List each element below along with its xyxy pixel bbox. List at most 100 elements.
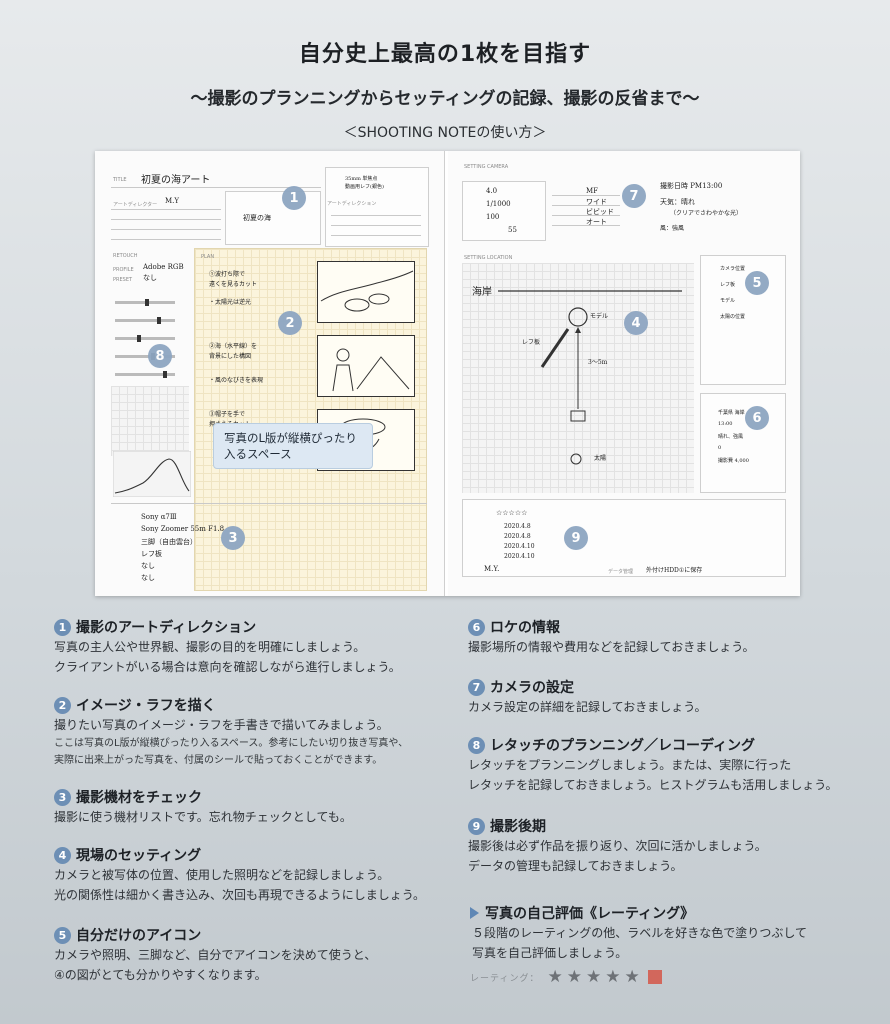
notebook-right-page: SETTING CAMERA 4.0 1/1000 100 55 MF ワイド … (448, 151, 800, 596)
photo-space-callout: 写真のL版が縦横ぴったり 入るスペース (213, 423, 373, 469)
star-icon: ★ (547, 967, 563, 987)
section-5-number: 5 (54, 926, 71, 944)
date-3: 2020.4.10 (504, 543, 535, 550)
section-4-line-2: 光の関係性は細かく書き込み、次回も再現できるようにしましょう。 (54, 888, 426, 902)
location-label: SETTING LOCATION (464, 255, 513, 261)
star-icon: ★ (605, 967, 621, 987)
date-4: 2020.4.10 (504, 553, 535, 560)
scene-text: 海岸 (472, 287, 492, 298)
howto-heading: ＜SHOOTING NOTEの使い方＞ (343, 125, 547, 141)
model-text: モデル (590, 313, 609, 320)
color-label-swatch (647, 970, 662, 984)
marker-9: 9 (564, 526, 588, 550)
section-1-number: 1 (54, 618, 71, 636)
star-icon: ★ (566, 967, 582, 987)
section-8-number: 8 (468, 736, 485, 754)
sun-text: 太陽 (594, 455, 607, 462)
data-value: 外付けHDD①に保存 (646, 567, 703, 574)
notebook-spread: TITLE 初夏の海アート 35mm 単焦点 動画用レフ(銀色) アートディレク… (95, 151, 800, 596)
cam-wb: オート (586, 218, 607, 226)
section-5-line-1: カメラや照明、三脚など、自分でアイコンを決めて使うと、 (54, 948, 377, 962)
reflector-text: レフ板 (522, 339, 541, 346)
section-9-line-2: データの管理も記録しておきましょう。 (468, 859, 683, 873)
rating-section: 写真の自己評価《レーティング》 ５段階のレーティングの他、ラベルを好きな色で塗り… (470, 903, 807, 987)
histogram-graph (113, 451, 191, 497)
section-6-title: ロケの情報 (490, 620, 560, 636)
star-icon: ★ (585, 967, 602, 987)
section-1-line-1: 写真の主人公や世界観、撮影の目的を明確にしましょう。 (54, 640, 366, 654)
camera-label: SETTING CAMERA (464, 164, 509, 170)
preset-label: PRESET (113, 277, 133, 283)
section-1-title: 撮影のアートディレクション (76, 620, 257, 636)
rating-stars-handwritten: ☆☆☆☆☆ (496, 509, 528, 517)
data-label: データ管理 (608, 569, 634, 575)
marker-7: 7 (622, 184, 646, 208)
title-field-label: TITLE (113, 177, 127, 183)
art-director-value: M.Y (165, 197, 180, 205)
direction-label: アートディレクション (327, 201, 377, 207)
cam-lens: ワイド (586, 198, 607, 206)
section-2-title: イメージ・ラフを描く (76, 698, 216, 714)
marker-6: 6 (745, 406, 769, 430)
section-7-title: カメラの設定 (490, 680, 574, 696)
section-4-title: 現場のセッティング (76, 848, 202, 864)
section-5-line-2: ④の図がとても分かりやすくなります。 (54, 968, 267, 982)
section-3-line-1: 撮影に使う機材リストです。忘れ物チェックとしても。 (54, 810, 352, 824)
callout-line-1: 写真のL版が縦横ぴったり (224, 431, 357, 445)
marker-8: 8 (148, 344, 172, 368)
rating-example: レーティング： ★★★★★ (470, 967, 807, 987)
section-7-line-1: カメラ設定の詳細を記録しておきましょう。 (468, 700, 707, 714)
section-9-line-1: 撮影後は必ず作品を振り返り、次回に活かしましょう。 (468, 839, 767, 853)
section-6-line-1: 撮影場所の情報や費用などを記録しておきましょう。 (468, 640, 755, 654)
section-2-number: 2 (54, 696, 71, 714)
section-8-line-2: レタッチを記録しておきましょう。ヒストグラムも活用しましょう。 (468, 778, 838, 792)
marker-4: 4 (624, 311, 648, 335)
cam-aperture: 4.0 (486, 187, 498, 195)
plan-label: PLAN (201, 254, 215, 260)
profile-label: PROFILE (113, 267, 134, 273)
section-9-title: 撮影後期 (490, 819, 546, 835)
marker-5: 5 (745, 271, 769, 295)
section-2-line-1: 撮りたい写真のイメージ・ラフを手書きで描いてみましょう。 (54, 718, 389, 732)
page-title: 自分史上最高の1枚を目指す (298, 42, 592, 67)
rating-label: レーティング： (470, 973, 540, 984)
section-7-number: 7 (468, 678, 485, 696)
retouch-label: RETOUCH (113, 253, 138, 259)
section-5-title: 自分だけのアイコン (76, 928, 202, 944)
cam-iso: 100 (486, 213, 500, 221)
preset-value: なし (143, 274, 157, 282)
title-field-value: 初夏の海アート (141, 175, 211, 186)
section-1: 1 撮影のアートディレクション 写真の主人公や世界観、撮影の目的を明確にしましょう… (54, 617, 401, 677)
section-3: 3 撮影機材をチェック 撮影に使う機材リストです。忘れ物チェックとしても。 (54, 787, 352, 827)
setting-diagram (498, 290, 682, 465)
distance-text: 3〜5m (588, 359, 608, 366)
rating-line-1: ５段階のレーティングの他、ラベルを好きな色で塗りつぶして (472, 926, 808, 940)
weather: 天気：晴れ (660, 198, 695, 206)
rating-line-2: 写真を自己評価しましょう。 (472, 946, 628, 960)
date-1: 2020.4.8 (504, 523, 531, 530)
section-3-title: 撮影機材をチェック (76, 790, 202, 806)
section-6: 6 ロケの情報 撮影場所の情報や費用などを記録しておきましょう。 (468, 617, 755, 657)
marker-1: 1 (282, 186, 306, 210)
marker-3: 3 (221, 526, 245, 550)
section-2-note-2: 実際に出来上がった写真を、付属のシールで貼っておくことができます。 (54, 755, 383, 766)
profile-value: Adobe RGB (143, 263, 184, 271)
section-6-number: 6 (468, 618, 485, 636)
section-2: 2 イメージ・ラフを描く 撮りたい写真のイメージ・ラフを手書きで描いてみましょう。… (54, 695, 408, 769)
marker-2: 2 (278, 311, 302, 335)
art-director-label: アートディレクター (113, 202, 158, 208)
section-4-line-1: カメラと被写体の位置、使用した照明などを記録しましょう。 (54, 868, 390, 882)
rating-stars: ★★★★★ (547, 967, 643, 987)
cam-focus: MF (586, 187, 599, 195)
section-3-number: 3 (54, 788, 71, 806)
triangle-bullet-icon (470, 907, 479, 919)
signature: M.Y. (484, 565, 500, 573)
rating-title: 写真の自己評価《レーティング》 (485, 906, 695, 922)
shoot-date: 撮影日時 PM13:00 (660, 182, 723, 190)
section-7: 7 カメラの設定 カメラ設定の詳細を記録しておきましょう。 (468, 677, 707, 717)
section-5: 5 自分だけのアイコン カメラや照明、三脚など、自分でアイコンを決めて使うと、 ④… (54, 925, 376, 985)
notebook-left-page: TITLE 初夏の海アート 35mm 単焦点 動画用レフ(銀色) アートディレク… (95, 151, 445, 596)
